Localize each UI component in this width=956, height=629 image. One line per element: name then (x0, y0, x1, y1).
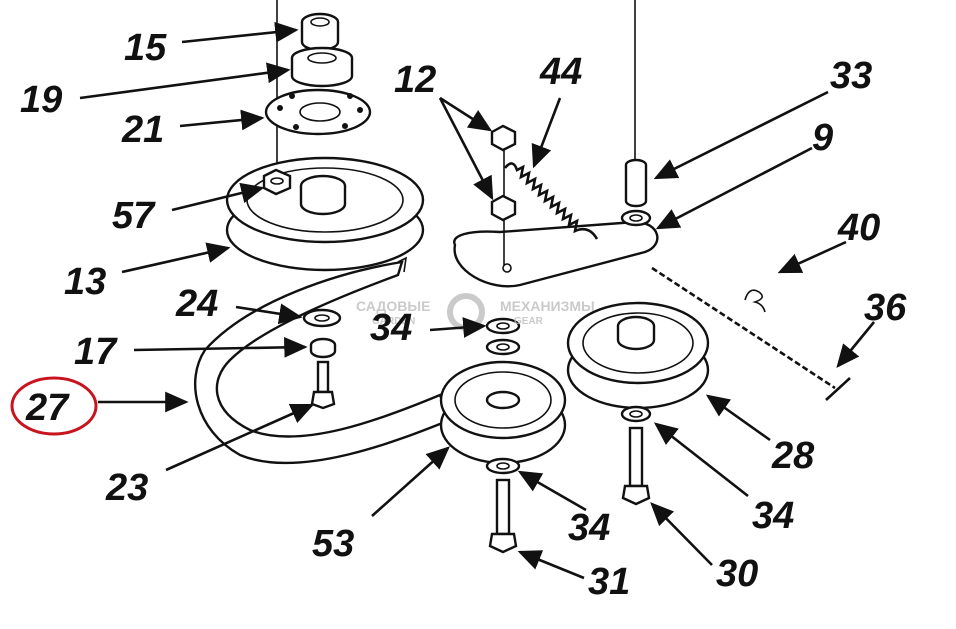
watermark-right-1: МЕХАНИЗМЫ (500, 298, 595, 314)
leader-21 (179, 109, 265, 131)
callout-21: 21 (121, 109, 164, 151)
callout-53: 53 (312, 523, 354, 565)
watermark-left-1: САДОВЫЕ (356, 298, 430, 314)
callout-12: 12 (394, 59, 436, 101)
callout-24: 24 (175, 283, 218, 325)
part-57-nut (262, 168, 292, 196)
callout-27: 27 (25, 387, 70, 429)
leader-44 (531, 97, 562, 169)
callout-30: 30 (716, 553, 758, 595)
leader-34c (517, 470, 587, 512)
part-34-washer-lower (485, 457, 521, 475)
callout-9: 9 (812, 117, 833, 159)
gear-icon (447, 293, 485, 331)
leader-57 (171, 182, 265, 212)
part-12-nut-lower (490, 194, 517, 222)
part-9-idler-bracket (453, 220, 659, 288)
part-34-washer-mid (485, 338, 521, 356)
leader-9 (655, 146, 813, 230)
watermark-right-2: GEAR (514, 316, 544, 327)
part-23-bolt (310, 360, 336, 410)
callout-31: 31 (588, 561, 630, 603)
callout-36: 36 (864, 287, 907, 329)
part-31-bolt (488, 478, 518, 554)
callout-34-b: 34 (752, 495, 794, 537)
leader-15 (181, 21, 299, 44)
leader-31 (517, 550, 585, 580)
callout-44: 44 (539, 51, 582, 93)
leader-12a (439, 96, 493, 132)
callout-40: 40 (837, 207, 880, 249)
callout-labels: 15 19 21 57 13 24 17 27 23 12 44 33 9 40… (20, 27, 907, 603)
part-17-washer (309, 337, 337, 359)
highlight-ring-27 (10, 376, 98, 436)
callout-34-c: 34 (568, 507, 610, 549)
callout-13: 13 (64, 261, 106, 303)
part-36-cable-end (825, 377, 851, 401)
part-40-cable (651, 266, 836, 390)
callout-34-a: 34 (370, 307, 412, 349)
callout-23: 23 (105, 467, 148, 509)
leader-lines (79, 21, 876, 580)
watermark-left-2: GARDEN (372, 316, 415, 327)
part-21-flange-plate (264, 88, 372, 136)
callout-17: 17 (74, 331, 118, 373)
part-44-spring (503, 162, 599, 240)
part-24-washer (302, 308, 342, 328)
part-30-bolt (621, 426, 651, 506)
part-12-nut-upper (490, 124, 517, 152)
leader-23 (165, 403, 315, 472)
leader-34b (653, 422, 749, 498)
cable-clip (744, 289, 766, 313)
leader-17 (133, 336, 308, 358)
part-9-pivot-bushing (620, 209, 652, 227)
leader-24 (235, 303, 303, 325)
watermark: САДОВЫЕ GARDEN МЕХАНИЗМЫ GEAR (356, 293, 595, 331)
part-13-large-pulley (225, 156, 425, 272)
part-33-spacer (624, 158, 648, 208)
part-34-washer-upper (485, 317, 521, 335)
leader-12b (438, 97, 494, 201)
callout-15: 15 (124, 27, 167, 69)
leader-28 (705, 394, 771, 442)
leader-40 (777, 240, 847, 274)
callout-28: 28 (771, 435, 815, 477)
part-34-washer-right (620, 405, 652, 423)
part-53-idler-pulley (439, 360, 567, 465)
leader-30 (650, 502, 713, 566)
callout-33: 33 (830, 55, 872, 97)
part-15-bearing (300, 12, 340, 52)
leader-34a (429, 317, 487, 338)
leader-33 (653, 90, 829, 180)
leader-36 (836, 321, 876, 369)
part-28-idler-pulley (566, 301, 710, 410)
callout-19: 19 (20, 79, 62, 121)
part-19-spacer (290, 46, 354, 88)
leader-13 (121, 242, 231, 274)
callout-57: 57 (112, 195, 156, 237)
leader-19 (79, 62, 291, 100)
belt-end-mark (397, 256, 408, 273)
leader-53 (371, 446, 450, 517)
